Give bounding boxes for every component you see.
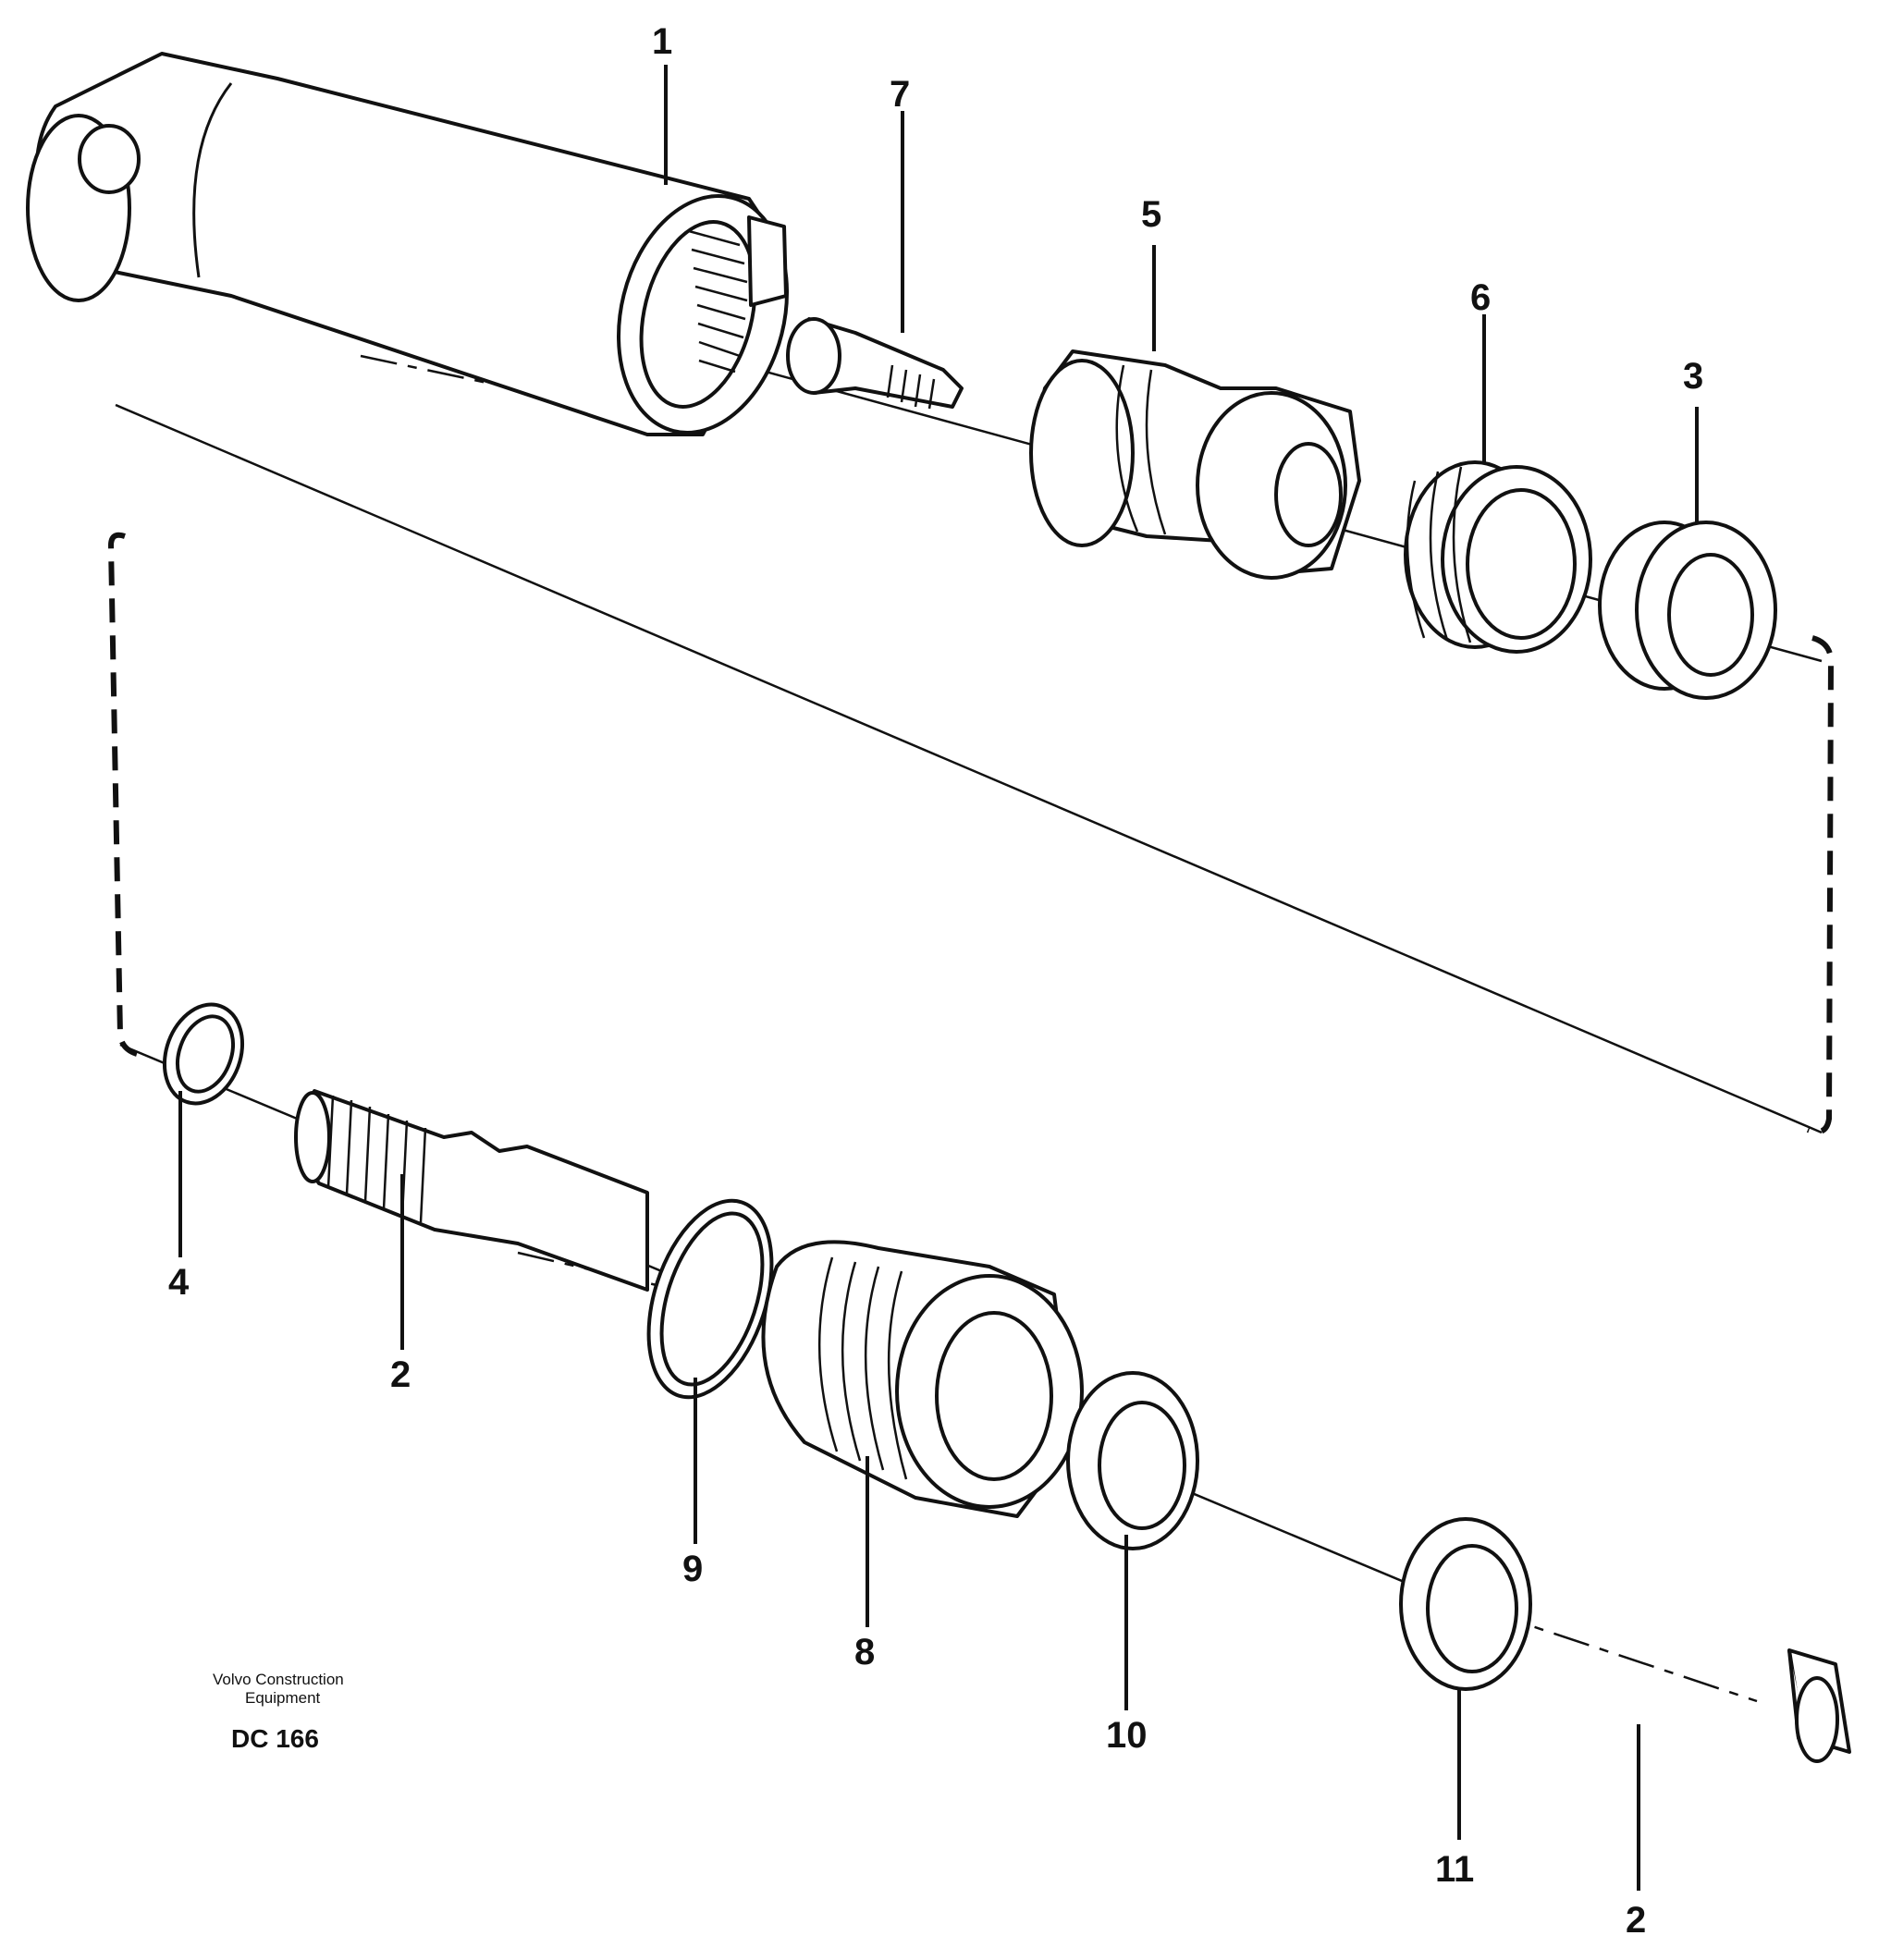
part-2-piston-rod [294,1089,649,1292]
part-3-bushing [1598,521,1777,700]
callout-7: 7 [890,74,910,115]
credit-line-2: Equipment [245,1689,321,1707]
part-9-o-ring [646,1198,774,1400]
callout-9: 9 [682,1549,703,1589]
callout-5: 5 [1141,194,1161,235]
part-10-wiper-ring [1066,1371,1199,1550]
part-8-cylinder-head [761,1240,1084,1518]
part-2-piston-rod-end [1787,1648,1851,1763]
callout-2-rod-end: 2 [1626,1900,1646,1941]
callout-leader-lines [178,65,1699,1891]
part-11-ring [1399,1517,1532,1691]
part-7-screw [786,317,964,410]
part-4-o-ring [162,1002,245,1106]
callout-2-rod: 2 [390,1354,411,1395]
callout-10: 10 [1106,1715,1148,1756]
callout-4: 4 [168,1262,190,1303]
callout-3: 3 [1683,356,1703,397]
credit-line-1: Volvo Construction [213,1671,344,1688]
callout-6: 6 [1470,277,1491,318]
part-1-cylinder-tube [26,52,789,436]
callout-1: 1 [652,21,672,62]
part-5-piston [1029,349,1361,580]
part-6-ring [1404,460,1592,654]
drawing-code: DC 166 [231,1724,319,1753]
callout-8: 8 [854,1632,875,1672]
assembly-group-outline [107,532,1835,1135]
callout-11: 11 [1435,1849,1474,1890]
